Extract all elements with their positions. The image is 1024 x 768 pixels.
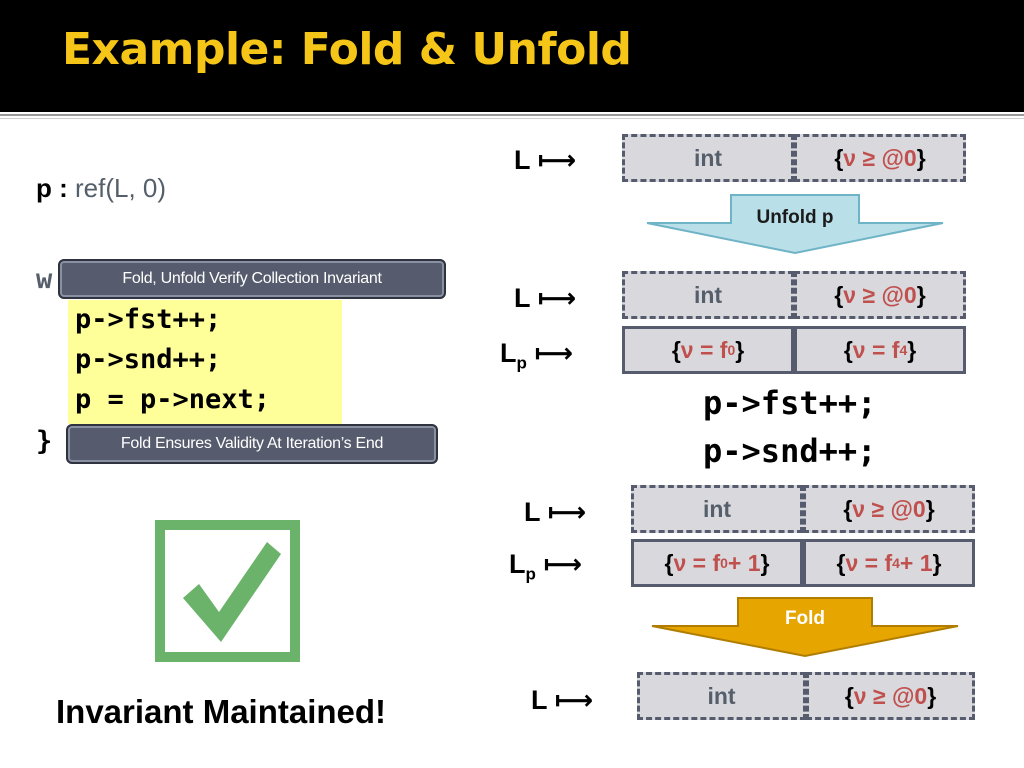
heap-cell-int: int [631, 485, 803, 533]
heap-label-Lp-2: Lp ⟼ [509, 549, 583, 584]
caption-invariant-maintained: Invariant Maintained! [56, 693, 387, 730]
pointer-ref-type: ref(L, 0) [75, 173, 167, 203]
unfold-label: Unfold p [756, 207, 834, 228]
heap-label-L-2: L ⟼ [514, 283, 577, 314]
heap-cell-int: int [622, 271, 794, 319]
heap-L-1: int {ν ≥ @0} [622, 134, 966, 182]
green-checkbox-icon [155, 520, 300, 662]
code-mid-fst: p->fst++; [703, 384, 877, 422]
pointer-name: p : [36, 173, 75, 203]
pointer-type: p : ref(L, 0) [36, 173, 166, 204]
heap-label-Lp-1: Lp ⟼ [500, 338, 574, 373]
heap-cell-invariant: {ν ≥ @0} [794, 134, 966, 182]
code-line-next: p = p->next; [75, 384, 271, 415]
heap-label-L-4: L ⟼ [531, 685, 594, 716]
unfold-arrow: Unfold p [645, 193, 945, 255]
heap-cell-invariant: {ν ≥ @0} [794, 271, 966, 319]
down-arrow-icon [646, 194, 944, 255]
code-mid-snd: p->snd++; [703, 432, 877, 470]
heap-cell-invariant: {ν ≥ @0} [806, 672, 975, 720]
heap-L-2: int {ν ≥ @0} [622, 271, 966, 319]
divider-line-thin [0, 118, 1024, 119]
heap-label-L-1: L ⟼ [514, 145, 577, 176]
code-while-keyword: w [36, 264, 53, 295]
down-arrow-icon [651, 597, 959, 658]
divider-line [0, 114, 1024, 116]
fold-arrow: Fold [650, 596, 960, 658]
slide-title: Example: Fold & Unfold [62, 24, 632, 75]
code-line-fst: p->fst++; [75, 304, 222, 335]
callout-ensures-validity: Fold Ensures Validity At Iteration’s End [66, 424, 438, 464]
heap-label-L-3: L ⟼ [524, 497, 587, 528]
code-line-snd: p->snd++; [75, 344, 222, 375]
heap-L-3: int {ν ≥ @0} [631, 485, 975, 533]
callout-verify-invariant: Fold, Unfold Verify Collection Invariant [58, 259, 446, 299]
title-bar: Example: Fold & Unfold [0, 0, 1024, 112]
heap-cell-invariant: {ν ≥ @0} [803, 485, 975, 533]
code-highlight-box [68, 300, 342, 424]
heap-cell-int: int [622, 134, 794, 182]
heap-L-4: int {ν ≥ @0} [637, 672, 975, 720]
fold-label: Fold [784, 608, 826, 629]
code-closing-brace: } [36, 426, 53, 457]
heap-cell-int: int [637, 672, 806, 720]
